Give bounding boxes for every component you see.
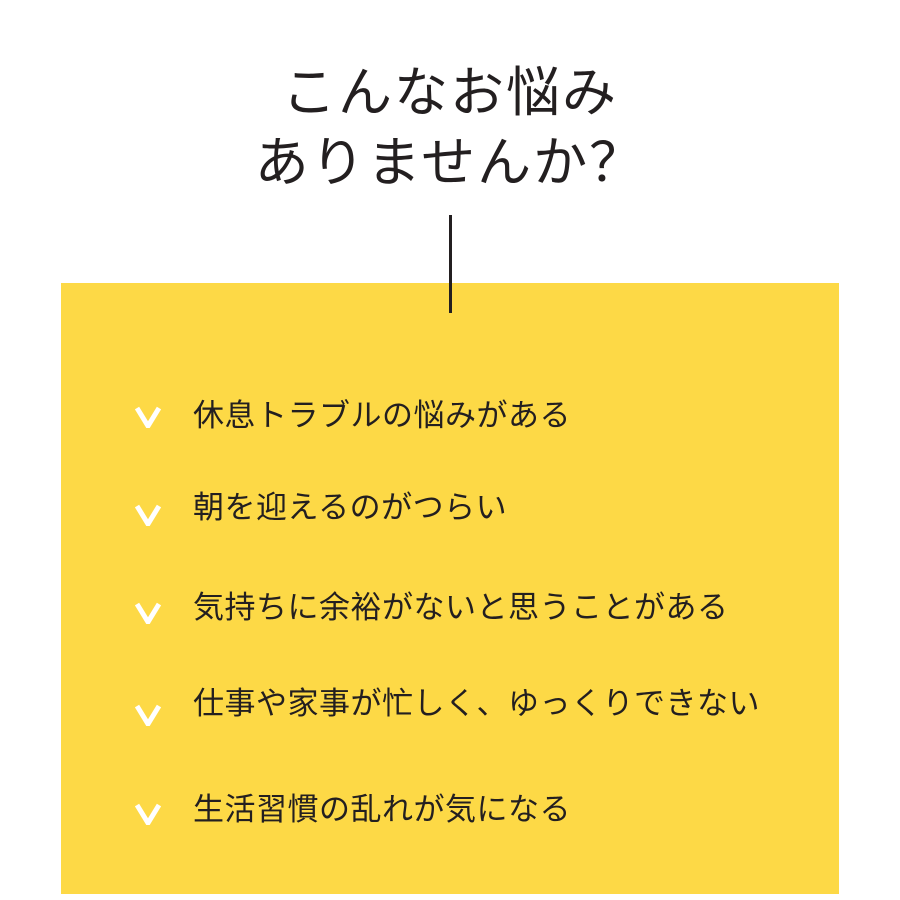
checklist-item: 休息トラブルの悩みがある: [61, 393, 839, 443]
checklist-item-label: 仕事や家事が忙しく、ゆっくりできない: [193, 686, 760, 722]
check-icon: [135, 602, 163, 626]
check-icon: [135, 803, 163, 827]
check-icon: [135, 406, 163, 430]
checklist-item: 気持ちに余裕がないと思うことがある: [61, 588, 839, 638]
checklist-item-label: 朝を迎えるのがつらい: [193, 490, 508, 526]
page-title-line-2: ありませんか？: [254, 131, 646, 195]
check-icon: [135, 704, 163, 728]
page-title: こんなお悩み ありませんか？: [0, 58, 900, 198]
checklist-item-label: 気持ちに余裕がないと思うことがある: [193, 590, 729, 626]
concerns-checklist-panel: 休息トラブルの悩みがある 朝を迎えるのがつらい 気持ちに余裕がないと思うことがあ…: [61, 283, 839, 894]
checklist-item-label: 休息トラブルの悩みがある: [193, 398, 571, 434]
checklist-item: 朝を迎えるのがつらい: [61, 488, 839, 538]
check-icon: [135, 504, 163, 528]
checklist-item: 仕事や家事が忙しく、ゆっくりできない: [61, 686, 839, 736]
page-title-line-1: こんなお悩み: [282, 61, 618, 125]
checklist-item: 生活習慣の乱れが気になる: [61, 790, 839, 840]
checklist-item-label: 生活習慣の乱れが気になる: [193, 792, 571, 828]
vertical-divider: [449, 215, 452, 313]
